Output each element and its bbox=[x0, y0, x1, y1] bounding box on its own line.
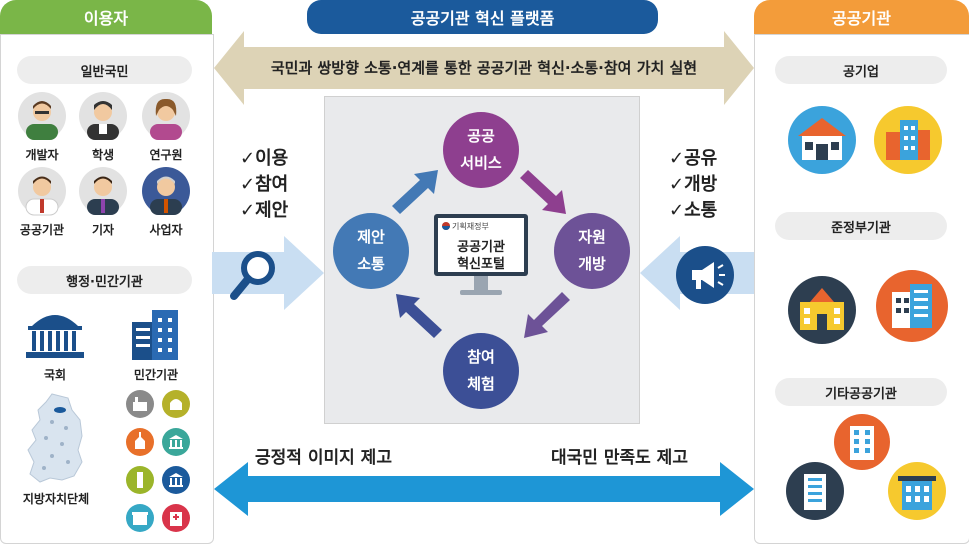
positive-image-text: 긍정적 이미지 제고 bbox=[255, 448, 392, 468]
platform-header: 공공기관 혁신 플랫폼 bbox=[307, 0, 658, 34]
tower-building-icon bbox=[786, 462, 844, 520]
national-assembly-icon bbox=[26, 315, 84, 358]
users-header: 이용자 bbox=[0, 0, 212, 34]
search-icon bbox=[230, 251, 275, 300]
cycle-participation: 참여 체험 bbox=[443, 333, 519, 409]
cycle-arrow-icon bbox=[520, 170, 566, 214]
cycle-arrow-icon bbox=[392, 170, 438, 214]
person-icon bbox=[18, 167, 66, 216]
national-assembly-label: 국회 bbox=[43, 368, 67, 382]
mall-building-icon bbox=[888, 462, 946, 520]
korea-map-icon bbox=[27, 393, 83, 483]
person-icon bbox=[79, 167, 127, 215]
person-icon bbox=[18, 92, 66, 140]
banner-double-arrow bbox=[214, 31, 754, 105]
person-label: 학생 bbox=[91, 148, 115, 162]
cycle-label: 개방 bbox=[578, 255, 606, 273]
monitor-title-2: 혁신포털 bbox=[457, 257, 505, 272]
person-label: 사업자 bbox=[149, 223, 183, 237]
check-communicate: ✓소통 bbox=[669, 200, 718, 221]
check-share: ✓공유 bbox=[669, 148, 718, 169]
cycle-arrow-icon bbox=[524, 292, 570, 338]
cycle-label: 제안 bbox=[357, 228, 385, 246]
other-public-label: 기타공공기관 bbox=[775, 378, 947, 406]
cycle-label: 자원 bbox=[578, 228, 606, 246]
school-building-icon bbox=[788, 276, 856, 344]
person-icon bbox=[142, 167, 190, 215]
megaphone-icon bbox=[676, 246, 734, 304]
house-building-icon bbox=[788, 106, 856, 174]
church-icon bbox=[126, 428, 154, 456]
check-use: ✓이용 bbox=[240, 148, 289, 169]
hospital-icon bbox=[162, 504, 190, 532]
monitor-logo-text: 기획재정부 bbox=[452, 222, 489, 231]
museum-icon bbox=[162, 466, 190, 494]
mosque-icon bbox=[162, 390, 190, 418]
cycle-label: 체험 bbox=[467, 375, 495, 393]
hotel-building-icon bbox=[834, 414, 890, 470]
person-label: 기자 bbox=[91, 223, 115, 237]
public-enterprise-label: 공기업 bbox=[775, 56, 947, 84]
check-propose: ✓제안 bbox=[240, 200, 289, 221]
cycle-public-service: 공공 서비스 bbox=[443, 112, 519, 188]
person-icon bbox=[142, 92, 190, 140]
cycle-label: 서비스 bbox=[460, 154, 502, 172]
admin-private-label: 행정·민간기관 bbox=[17, 266, 192, 294]
person-label: 공공기관 bbox=[19, 223, 65, 237]
check-open: ✓개방 bbox=[669, 174, 718, 195]
cycle-label: 참여 bbox=[467, 348, 495, 366]
person-label: 개발자 bbox=[25, 148, 59, 162]
cycle-label: 소통 bbox=[357, 255, 385, 273]
quasi-government-label: 준정부기관 bbox=[775, 212, 947, 240]
office-building-icon bbox=[876, 270, 948, 342]
local-government-label: 지방자치단체 bbox=[22, 492, 90, 506]
person-label: 연구원 bbox=[149, 148, 183, 162]
bottom-double-arrow bbox=[214, 462, 754, 516]
tower-icon bbox=[126, 466, 154, 494]
cycle-proposal: 제안 소통 bbox=[333, 213, 409, 289]
cycle-label: 공공 bbox=[467, 127, 495, 145]
monitor-title-1: 공공기관 bbox=[457, 240, 505, 255]
shop-icon bbox=[126, 504, 154, 532]
monitor-icon bbox=[434, 214, 528, 295]
cycle-resource-open: 자원 개방 bbox=[554, 213, 630, 289]
cycle-arrow-icon bbox=[396, 294, 442, 338]
banner-text: 국민과 쌍방향 소통·연계를 통한 공공기관 혁신·소통·참여 가치 실현 bbox=[270, 59, 698, 77]
general-public-label: 일반국민 bbox=[17, 56, 192, 84]
factory-icon bbox=[126, 390, 154, 418]
private-institution-label: 민간기관 bbox=[133, 368, 179, 382]
institutions-header: 공공기관 bbox=[754, 0, 969, 34]
person-icon bbox=[79, 92, 127, 140]
check-participate: ✓참여 bbox=[240, 174, 289, 195]
apartment-icon bbox=[874, 106, 942, 174]
bank-icon bbox=[162, 428, 190, 456]
satisfaction-text: 대국민 만족도 제고 bbox=[551, 448, 688, 468]
building-icon bbox=[132, 310, 178, 360]
